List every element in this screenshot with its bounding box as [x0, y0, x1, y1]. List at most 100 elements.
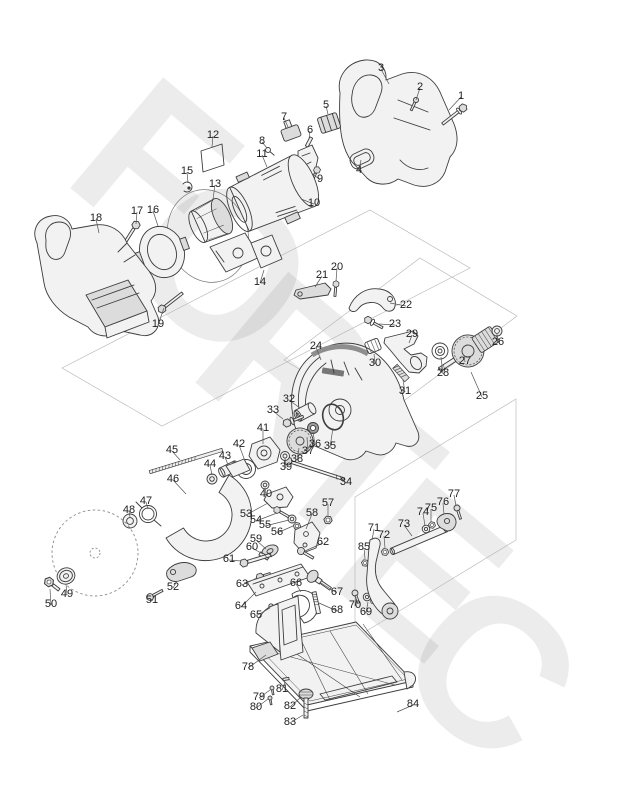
- leader-line-63: [241, 577, 258, 586]
- part-label-62: 62: [316, 536, 330, 548]
- leader-line-6: [308, 130, 311, 140]
- leader-line-60: [251, 547, 264, 555]
- leader-line-19: [157, 307, 165, 326]
- guard-blade-sketch: [42, 458, 252, 601]
- leader-line-7: [283, 117, 289, 128]
- leader-line-47: [145, 501, 149, 510]
- spindle-group-sketch: [364, 325, 503, 383]
- part-label-11: 11: [256, 148, 268, 160]
- leader-line-81: [281, 681, 286, 691]
- leader-line-80: [255, 698, 269, 709]
- part-label-47: 47: [139, 495, 153, 507]
- part-label-12: 12: [206, 129, 220, 141]
- leader-line-67: [320, 582, 338, 594]
- leader-line-82: [289, 697, 301, 708]
- leader-line-23: [378, 323, 396, 326]
- leader-line-78: [247, 654, 267, 669]
- rear-housing-sketch: [338, 59, 458, 187]
- part-label-78: 78: [241, 661, 255, 673]
- part-label-73: 73: [397, 518, 411, 530]
- front-housing-sketch: [34, 215, 184, 339]
- leader-line-29: [408, 334, 413, 344]
- leader-line-25: [470, 371, 483, 398]
- leader-line-37: [306, 436, 309, 453]
- part-label-67: 67: [330, 586, 344, 598]
- part-label-23: 23: [388, 318, 402, 330]
- part-label-18: 18: [89, 212, 103, 224]
- part-label-13: 13: [208, 178, 222, 190]
- part-label-41: 41: [256, 422, 270, 434]
- leader-line-58: [305, 513, 313, 530]
- leader-line-15: [186, 171, 189, 184]
- leader-line-42: [238, 444, 246, 462]
- leader-line-17: [135, 211, 138, 225]
- leader-line-36: [312, 431, 316, 446]
- leader-line-35: [329, 427, 334, 448]
- part-label-66: 66: [289, 577, 303, 589]
- part-label-58: 58: [305, 507, 319, 519]
- leader-line-83: [289, 714, 304, 724]
- leader-line-10: [300, 198, 315, 205]
- leader-line-3: [380, 68, 390, 85]
- part-label-36: 36: [308, 438, 322, 450]
- part-label-82: 82: [283, 700, 297, 712]
- part-label-19: 19: [151, 318, 165, 330]
- part-label-69: 69: [359, 606, 373, 618]
- motor-group-sketch: [121, 143, 320, 279]
- leader-line-44: [209, 464, 213, 476]
- part-label-80: 80: [249, 701, 263, 713]
- leader-line-64: [240, 591, 257, 608]
- leader-line-85: [363, 547, 366, 560]
- part-label-72: 72: [377, 529, 391, 541]
- part-label-59: 59: [249, 533, 263, 545]
- leader-line-30: [373, 353, 376, 365]
- leader-line-26: [496, 333, 499, 344]
- part-label-70: 70: [348, 599, 362, 611]
- part-label-51: 51: [145, 594, 159, 606]
- leader-line-4: [358, 159, 362, 172]
- leader-line-50: [49, 588, 52, 606]
- part-label-34: 34: [339, 476, 353, 488]
- part-label-9: 9: [316, 173, 324, 185]
- part-label-81: 81: [275, 683, 289, 695]
- part-label-14: 14: [253, 276, 267, 288]
- leader-line-84: [396, 704, 414, 713]
- part-label-43: 43: [218, 450, 232, 462]
- leader-line-51: [151, 596, 155, 602]
- leader-line-5: [325, 105, 329, 115]
- leader-line-71: [371, 528, 375, 541]
- leader-line-20: [335, 267, 338, 282]
- part-label-6: 6: [306, 124, 314, 136]
- leader-line-16: [152, 210, 159, 227]
- part-label-25: 25: [475, 390, 489, 402]
- depth-lever-sketch: [351, 504, 462, 620]
- leader-lines: [49, 68, 499, 724]
- leader-line-9: [312, 173, 321, 181]
- part-label-75: 75: [424, 502, 438, 514]
- part-label-39: 39: [279, 461, 293, 473]
- part-label-2: 2: [416, 81, 424, 93]
- leader-line-55: [264, 519, 290, 527]
- part-label-44: 44: [203, 458, 217, 470]
- part-label-40: 40: [259, 488, 273, 500]
- part-label-1: 1: [457, 90, 465, 102]
- leader-line-43: [224, 456, 229, 466]
- leader-line-18: [95, 218, 100, 234]
- part-label-29: 29: [405, 328, 419, 340]
- part-label-49: 49: [60, 588, 74, 600]
- hardware-group-sketch: [238, 486, 370, 624]
- leader-line-11: [261, 154, 268, 168]
- part-label-20: 20: [330, 261, 344, 273]
- part-label-76: 76: [436, 496, 450, 508]
- part-label-4: 4: [355, 164, 363, 176]
- part-label-54: 54: [249, 514, 263, 526]
- part-label-28: 28: [436, 367, 450, 379]
- part-label-5: 5: [322, 99, 330, 111]
- part-label-46: 46: [166, 473, 180, 485]
- leader-line-38: [296, 447, 300, 461]
- leader-line-21: [314, 275, 323, 288]
- leader-line-32: [288, 399, 301, 409]
- part-label-85: 85: [357, 541, 371, 553]
- part-label-24: 24: [309, 340, 323, 352]
